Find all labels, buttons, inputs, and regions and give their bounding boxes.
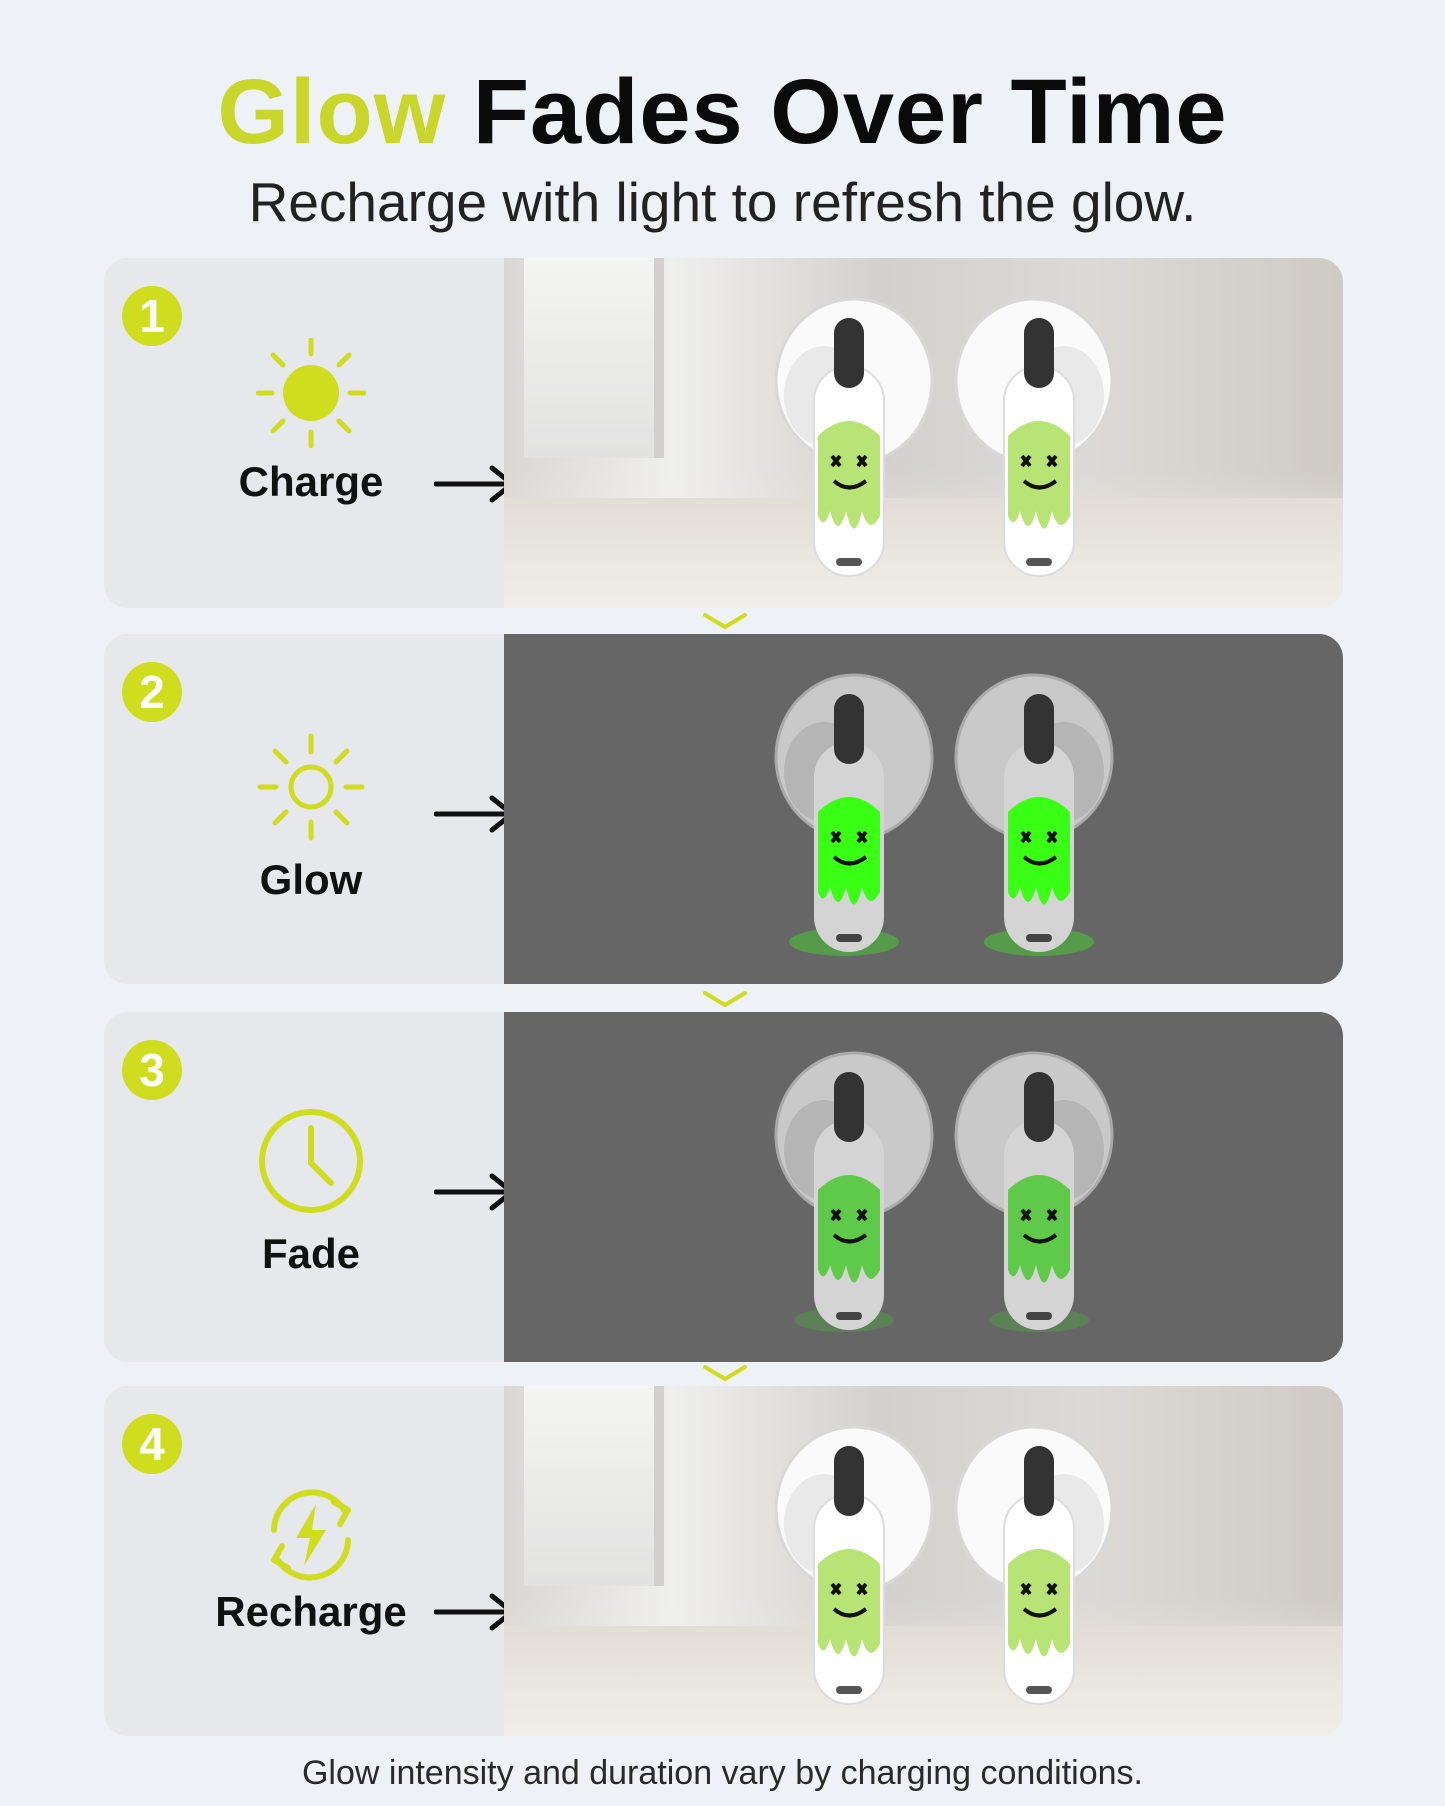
step-info-panel: 3 Fade: [104, 1012, 515, 1362]
step-number-badge: 3: [122, 1040, 182, 1100]
chevron-down-icon: [703, 613, 747, 630]
floor-background: [504, 1626, 1343, 1736]
window-background: [524, 258, 664, 458]
page-title: Glow Fades Over Time: [0, 62, 1445, 162]
step-info-panel: 1 Charge: [104, 258, 515, 608]
sun-outline-icon: [257, 733, 365, 841]
recharge-bolt-icon: [271, 1489, 351, 1581]
product-photo-daylight: [504, 258, 1343, 608]
step-number-badge: 2: [122, 662, 182, 722]
title-accent: Glow: [217, 61, 447, 163]
step-card-2: 2 Glow: [104, 634, 1343, 984]
earbud-left-image: [774, 297, 934, 577]
product-photo-glowing: [504, 634, 1343, 984]
earbud-right-image: [954, 297, 1114, 577]
footnote: Glow intensity and duration vary by char…: [301, 1754, 1144, 1792]
clock-icon: [259, 1109, 363, 1213]
step-card-1: 1 Charge: [104, 258, 1343, 608]
step-info-panel: 2 Glow: [104, 634, 515, 984]
earbud-right-image: [954, 673, 1114, 956]
earbud-left-image: [774, 673, 934, 956]
step-info-panel: 4 Recharge: [104, 1386, 515, 1736]
step-card-3: 3 Fade: [104, 1012, 1343, 1362]
step-card-4: 4 Recharge: [104, 1386, 1343, 1736]
title-rest: Fades Over Time: [472, 61, 1228, 163]
sun-filled-icon: [256, 338, 366, 448]
chevron-down-icon: [703, 1365, 747, 1382]
earbud-left-image: [774, 1425, 934, 1705]
window-background: [524, 1386, 664, 1586]
step-label: Fade: [261, 1230, 361, 1277]
floor-background: [504, 498, 1343, 608]
page-subtitle: Recharge with light to refresh the glow.: [248, 171, 1197, 233]
chevron-down-icon: [703, 991, 747, 1008]
earbud-right-image: [954, 1425, 1114, 1705]
step-number-badge: 1: [122, 286, 182, 346]
step-number-badge: 4: [122, 1414, 182, 1474]
product-photo-fading: [504, 1012, 1343, 1362]
step-label: Glow: [259, 856, 363, 903]
step-label: Recharge: [215, 1588, 407, 1635]
product-photo-daylight: [504, 1386, 1343, 1736]
step-label: Charge: [238, 458, 384, 505]
earbud-right-image: [954, 1051, 1114, 1332]
earbud-left-image: [774, 1051, 934, 1332]
